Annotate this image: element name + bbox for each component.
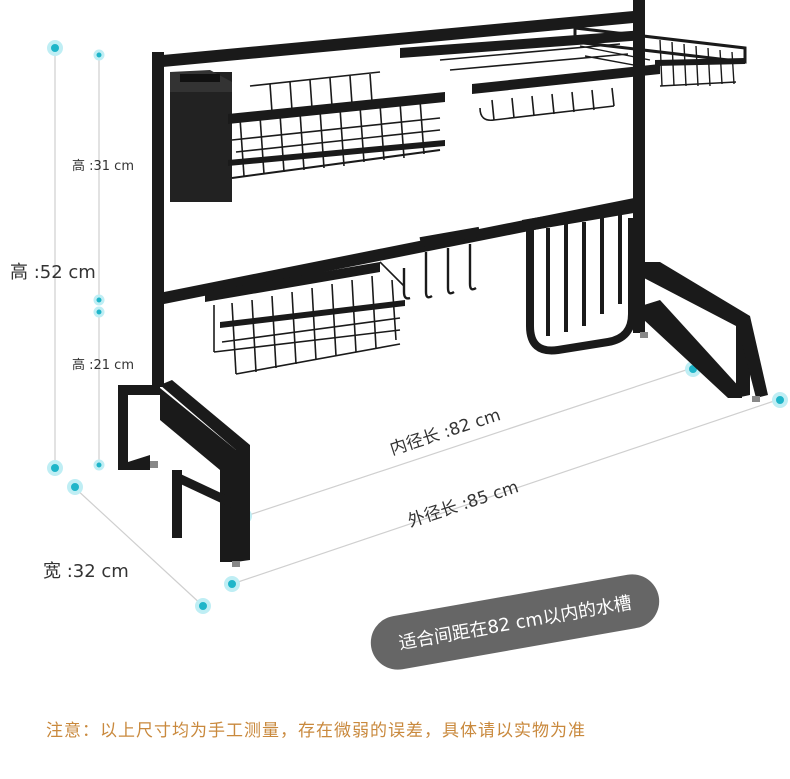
hooks xyxy=(402,226,481,300)
marker-dot xyxy=(47,460,63,476)
lower-left-basket xyxy=(205,261,405,375)
upper-middle-tray xyxy=(400,30,660,122)
marker-dot xyxy=(93,459,105,471)
marker-dot xyxy=(93,49,105,61)
upper-right-basket xyxy=(573,26,747,87)
dimension-guides xyxy=(54,50,781,607)
dimension-markers xyxy=(47,40,788,614)
width-label: 宽 :32 cm xyxy=(43,561,129,582)
marker-dot xyxy=(47,40,63,56)
rack-feet xyxy=(150,332,760,567)
marker-dot xyxy=(224,576,240,592)
height-bottom-label: 高 :21 cm xyxy=(72,358,134,373)
marker-dot xyxy=(93,294,105,306)
upper-left-basket xyxy=(228,71,445,179)
height-top-label: 高 :31 cm xyxy=(72,159,134,174)
marker-dot xyxy=(195,598,211,614)
measurement-note: 注意：以上尺寸均为手工测量，存在微弱的误差，具体请以实物为准 xyxy=(46,721,586,741)
marker-dot xyxy=(93,306,105,318)
marker-dot xyxy=(67,479,83,495)
cutlery-holder xyxy=(170,70,232,202)
marker-dot xyxy=(772,392,788,408)
plate-rack xyxy=(522,200,640,355)
height-total-label: 高 :52 cm xyxy=(10,262,96,283)
